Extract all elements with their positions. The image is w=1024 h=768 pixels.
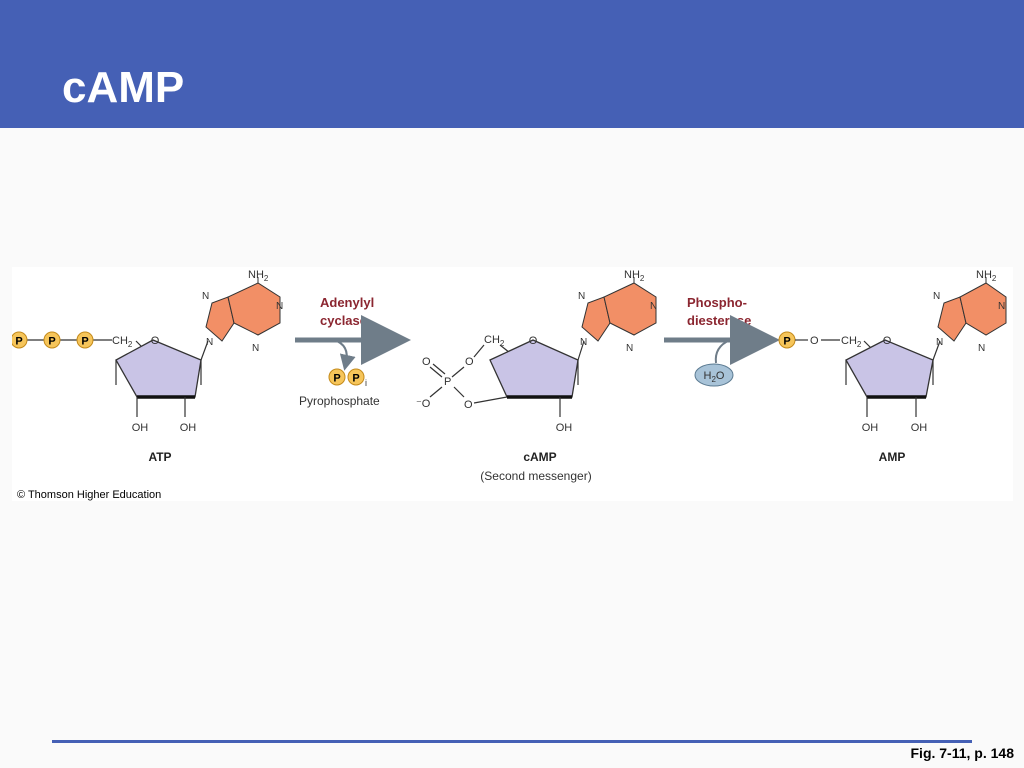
svg-text:P: P xyxy=(81,336,88,348)
camp-subtitle: (Second messenger) xyxy=(480,469,591,483)
svg-text:N: N xyxy=(936,337,943,348)
phosphate-icon: P xyxy=(76,331,94,349)
phosphate-icon: P xyxy=(778,331,796,349)
enzyme-label: Adenylyl xyxy=(320,295,374,310)
byproduct-arrow xyxy=(333,339,356,371)
svg-text:O: O xyxy=(464,399,473,411)
svg-text:N: N xyxy=(578,291,585,302)
slide-title: cAMP xyxy=(62,63,185,112)
svg-text:i: i xyxy=(365,378,367,388)
svg-text:NH2: NH2 xyxy=(624,269,645,283)
enzyme-label: diesterase xyxy=(687,313,751,328)
svg-text:OH: OH xyxy=(556,422,573,434)
svg-text:N: N xyxy=(933,291,940,302)
svg-text:N: N xyxy=(626,343,633,354)
svg-text:P: P xyxy=(783,336,790,348)
svg-text:P: P xyxy=(333,373,340,385)
adenine-base: N N N N NH2 xyxy=(578,269,657,354)
phosphate-icon: P xyxy=(43,331,61,349)
phosphate-icon: P xyxy=(347,368,365,386)
ch2-label: CH2 xyxy=(112,335,133,349)
svg-text:⁻O: ⁻O xyxy=(416,398,431,410)
svg-text:P: P xyxy=(15,336,22,348)
amp-label: AMP xyxy=(879,450,906,464)
svg-text:OH: OH xyxy=(132,422,149,434)
svg-text:N: N xyxy=(580,337,587,348)
phosphate-icon: P xyxy=(12,331,28,349)
svg-text:O: O xyxy=(151,335,160,347)
figure-reference: Fig. 7-11, p. 148 xyxy=(910,745,1015,761)
svg-text:N: N xyxy=(650,301,657,312)
svg-text:N: N xyxy=(252,343,259,354)
svg-text:CH2: CH2 xyxy=(484,334,505,348)
svg-text:N: N xyxy=(202,291,209,302)
svg-text:O: O xyxy=(883,335,892,347)
svg-text:N: N xyxy=(276,301,283,312)
enzyme-label: cyclase xyxy=(320,313,367,328)
footer-divider xyxy=(52,740,972,743)
svg-text:O: O xyxy=(465,356,474,368)
title-bar: cAMP xyxy=(0,0,1024,128)
svg-text:N: N xyxy=(998,301,1005,312)
amp-molecule: P O CH2 O OH OH N N N N xyxy=(778,269,1007,464)
svg-text:O: O xyxy=(422,356,431,368)
atp-molecule: P P P CH2 O OH OH xyxy=(12,269,283,464)
svg-text:OH: OH xyxy=(862,422,879,434)
svg-text:N: N xyxy=(978,343,985,354)
copyright-notice: © Thomson Higher Education xyxy=(17,489,162,501)
reaction-diagram: P P P CH2 O OH OH xyxy=(12,269,1007,483)
svg-text:NH2: NH2 xyxy=(248,269,269,283)
svg-text:OH: OH xyxy=(911,422,928,434)
svg-text:OH: OH xyxy=(180,422,197,434)
svg-text:CH2: CH2 xyxy=(841,335,862,349)
phosphate-icon: P xyxy=(328,368,346,386)
adenine-base: N N N N NH2 xyxy=(202,269,283,354)
svg-text:NH2: NH2 xyxy=(976,269,997,283)
svg-text:P: P xyxy=(48,336,55,348)
ribose-ring xyxy=(489,339,579,398)
camp-molecule: CH2 O O P O ⁻O O OH xyxy=(416,269,657,483)
water-input-arrow xyxy=(714,339,731,364)
svg-text:H2O: H2O xyxy=(704,370,725,384)
atp-label: ATP xyxy=(148,450,171,464)
phosphodiesterase-step: Phospho- diesterase H2O xyxy=(664,295,780,387)
camp-label: cAMP xyxy=(523,450,556,464)
enzyme-label: Phospho- xyxy=(687,295,747,310)
adenine-base: N N N N NH2 xyxy=(933,269,1007,354)
adenylyl-cyclase-step: Adenylyl cyclase P P i Pyrophosphate xyxy=(295,295,411,408)
water-molecule-icon: H2O xyxy=(694,363,734,387)
pyrophosphate-label: Pyrophosphate xyxy=(299,394,380,408)
svg-text:O: O xyxy=(529,335,538,347)
svg-text:N: N xyxy=(206,337,213,348)
svg-text:P: P xyxy=(444,376,451,388)
svg-text:O: O xyxy=(810,335,819,347)
camp-reaction-figure: P P P CH2 O OH OH xyxy=(12,267,1013,501)
svg-text:P: P xyxy=(352,373,359,385)
